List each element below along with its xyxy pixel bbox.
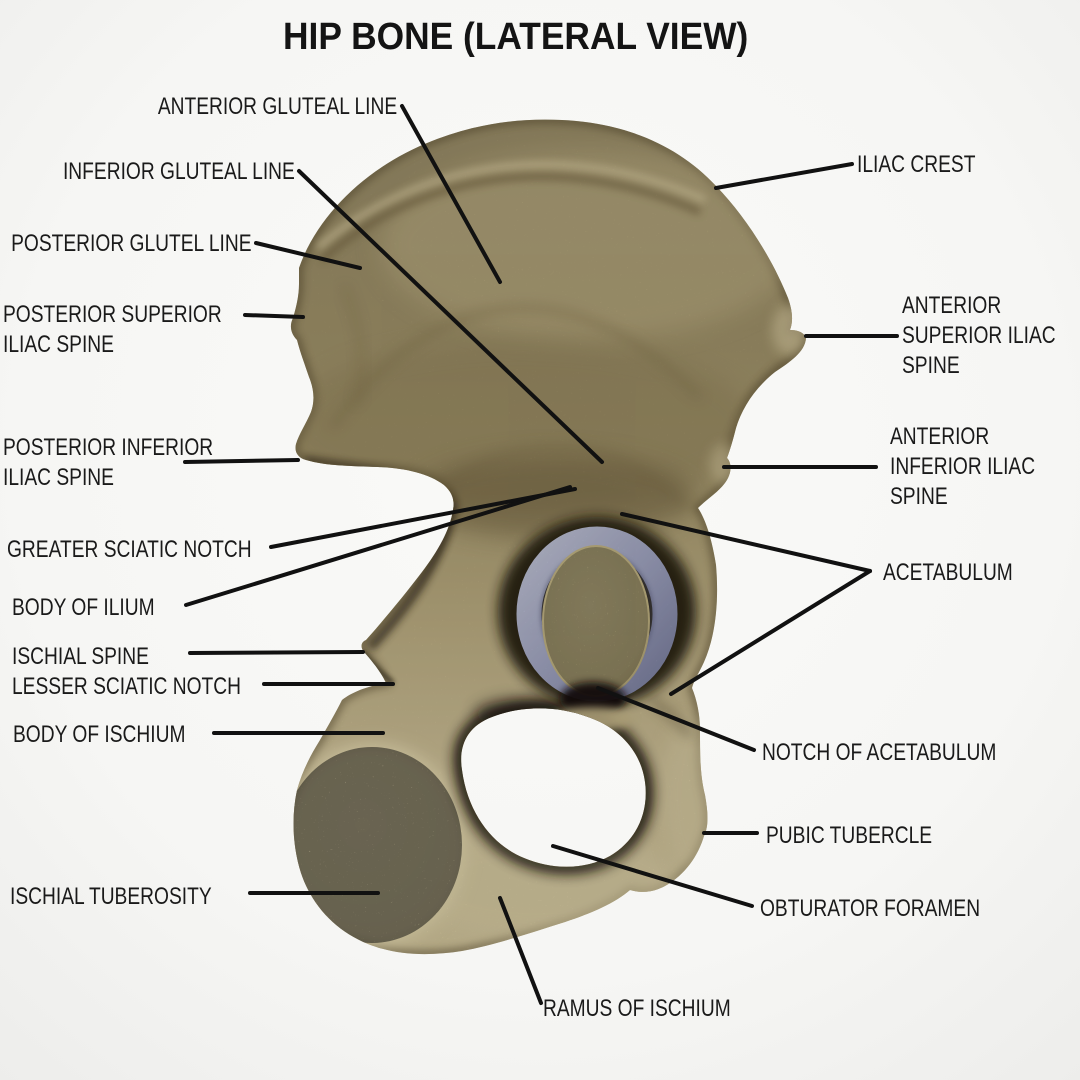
leader-posterior-inferior-iliac-spine — [183, 458, 300, 464]
leader-posterior-glutel-line — [254, 241, 362, 270]
label-lesser-sciatic-notch: LESSER SCIATIC NOTCH — [12, 673, 242, 700]
leader-obturator-foramen — [551, 844, 754, 908]
label-anterior-inferior-iliac-spine: ANTERIOR INFERIOR ILIAC SPINE — [890, 423, 1036, 510]
label-acetabulum: ACETABULUM — [883, 559, 1013, 586]
leader-notch-of-acetabulum — [596, 686, 756, 752]
leader-body-of-ilium — [184, 485, 572, 607]
label-body-of-ilium: BODY OF ILIUM — [12, 594, 155, 621]
leader-ramus-of-ischium — [498, 896, 543, 1005]
label-posterior-superior-iliac-spine: POSTERIOR SUPERIOR ILIAC SPINE — [3, 301, 222, 358]
label-pubic-tubercle: PUBIC TUBERCLE — [766, 822, 933, 849]
leader-posterior-superior-iliac-spine — [243, 313, 305, 319]
label-inferior-gluteal-line: INFERIOR GLUTEAL LINE — [63, 158, 295, 185]
label-ramus-of-ischium: RAMUS OF ISCHIUM — [543, 995, 731, 1022]
label-ischial-tuberosity: ISCHIAL TUBEROSITY — [10, 883, 212, 910]
leader-inferior-gluteal-line — [297, 169, 604, 464]
leader-ischial-spine — [188, 650, 365, 655]
label-posterior-inferior-iliac-spine: POSTERIOR INFERIOR ILIAC SPINE — [3, 434, 214, 491]
label-greater-sciatic-notch: GREATER SCIATIC NOTCH — [7, 536, 252, 563]
label-body-of-ischium: BODY OF ISCHIUM — [13, 721, 186, 748]
label-iliac-crest: ILIAC CREST — [857, 151, 976, 178]
label-posterior-glutel-line: POSTERIOR GLUTEL LINE — [11, 230, 252, 257]
label-ischial-spine: ISCHIAL SPINE — [12, 643, 149, 670]
leader-lines — [183, 104, 899, 1005]
leader-greater-sciatic-notch — [269, 487, 577, 549]
label-notch-of-acetabulum: NOTCH OF ACETABULUM — [762, 739, 997, 766]
leader-iliac-crest — [714, 162, 854, 190]
label-anterior-gluteal-line: ANTERIOR GLUTEAL LINE — [157, 93, 397, 120]
label-obturator-foramen: OBTURATOR FORAMEN — [760, 895, 981, 922]
leader-anterior-gluteal-line — [400, 104, 502, 284]
leader-acetabulum-lower — [669, 569, 872, 696]
bone-shading — [290, 119, 807, 955]
diagram-title: HIP BONE (LATERAL VIEW) — [283, 16, 749, 58]
label-anterior-superior-iliac-spine: ANTERIOR SUPERIOR ILIAC SPINE — [902, 292, 1056, 379]
leader-acetabulum-upper — [620, 512, 872, 573]
